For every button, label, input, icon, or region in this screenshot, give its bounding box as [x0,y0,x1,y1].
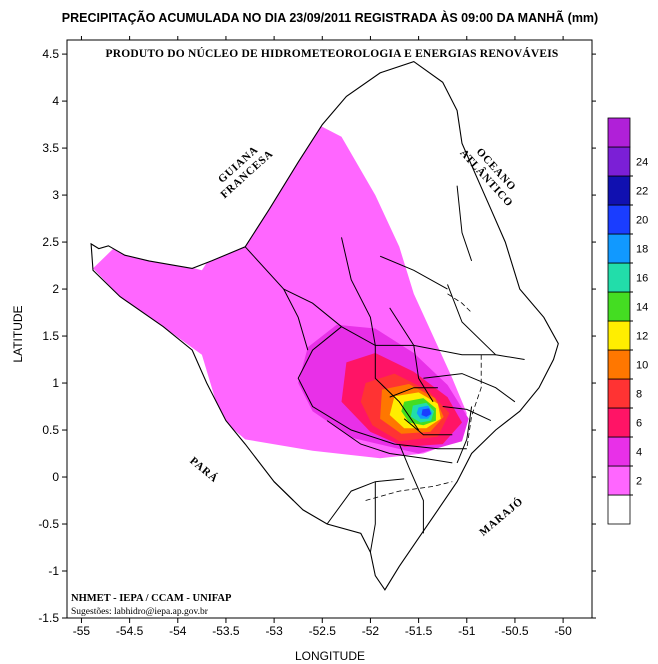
y-tick-label: 2.5 [42,235,59,249]
municipal-boundary [403,418,453,436]
x-tick-label: -51.5 [405,624,433,638]
municipal-boundary [374,345,420,431]
colorbar-band [607,262,631,293]
municipal-boundary [341,237,376,346]
boundaries [90,60,559,591]
colorbar-band [607,378,631,409]
municipal-boundary [389,387,438,398]
x-tick-label: -53 [265,624,283,638]
colorbar-label: 24 [636,157,648,169]
map-title: PRECIPITAÇÃO ACUMULADA NO DIA 23/09/2011… [62,10,598,25]
y-tick-label: 3 [52,188,59,202]
colorbar-label: 2 [636,476,642,488]
y-tick-label: 2 [52,282,59,296]
x-tick-label: -55 [73,624,91,638]
colorbar-band [607,204,631,235]
municipal-boundary [447,284,525,360]
colorbar-band [607,465,631,496]
x-tick-label: -54 [169,624,187,638]
y-tick-label: -0.5 [38,517,59,531]
y-tick-label: 0 [52,470,59,484]
y-tick-label: 1 [52,376,59,390]
municipal-boundary [369,481,376,553]
municipal-boundary [379,255,448,290]
x-axis-label: LONGITUDE [295,649,365,663]
x-tick-label: -51 [458,624,476,638]
colorbar-band [607,349,631,380]
dashed-boundary [466,354,482,449]
precipitation-zones [93,121,469,459]
colorbar-band [607,320,631,351]
x-tick-label: -50.5 [501,624,529,638]
x-tick-label: -50 [554,624,572,638]
colorbar-label: 18 [636,244,648,256]
y-tick-label: 3.5 [42,141,59,155]
map-subtitle: PRODUTO DO NÚCLEO DE HIDROMETEOROLOGIA E… [105,46,558,60]
colorbar-band [607,146,631,177]
municipal-boundary [442,406,492,422]
x-tick-label: -54.5 [116,624,144,638]
x-tick-label: -52.5 [309,624,337,638]
municipal-boundary [398,443,424,534]
municipal-boundary [283,288,309,351]
colorbar-label: 14 [636,302,648,314]
municipal-boundary [423,373,516,403]
colorbar-band [607,233,631,264]
colorbar-label: 8 [636,389,642,401]
municipal-boundary [456,185,473,262]
y-tick-label: 4 [52,94,59,108]
colorbar-band [607,436,631,467]
municipal-boundary [326,420,453,464]
colorbar-label: 6 [636,418,642,430]
municipal-boundary [456,406,473,464]
colorbar-label: 10 [636,360,648,372]
y-tick-label: 4.5 [42,47,59,61]
municipal-boundary [326,478,405,525]
y-tick-label: 0.5 [42,423,59,437]
colorbar-label: 22 [636,186,648,198]
state-outline [90,60,559,591]
colorbar-label: 20 [636,215,648,227]
colorbar-label: 12 [636,331,648,343]
colorbar-band [607,175,631,206]
y-tick-label: 1.5 [42,329,59,343]
dashed-boundary [447,293,472,313]
x-tick-label: -53.5 [212,624,240,638]
y-tick-label: -1.5 [38,611,59,625]
colorbar-band [607,407,631,438]
colorbar-band [607,117,631,148]
municipal-boundary [389,307,434,403]
y-axis-label: LATITUDE [11,305,25,362]
y-tick-label: -1 [48,564,59,578]
precip-zone-20 [421,408,432,417]
suggestions-text: Sugestões: labhidro@iepa.ap.gov.br [71,607,209,617]
colorbar-label: 16 [636,273,648,285]
axis-ticks: -55 -54.5 -54 -53.5 -53 -52.5 -52 -51.5 -51 -50.5… [38,36,596,638]
municipal-boundary [244,246,342,328]
x-tick-label: -52 [362,624,380,638]
colorbar-label: 4 [636,447,642,459]
colorbar-band [607,494,631,525]
colorbar-band [607,291,631,322]
credit-text: NHMET - IEPA / CCAM - UNIFAP [71,593,232,604]
municipal-boundary [297,326,467,450]
dashed-boundary [365,481,453,501]
